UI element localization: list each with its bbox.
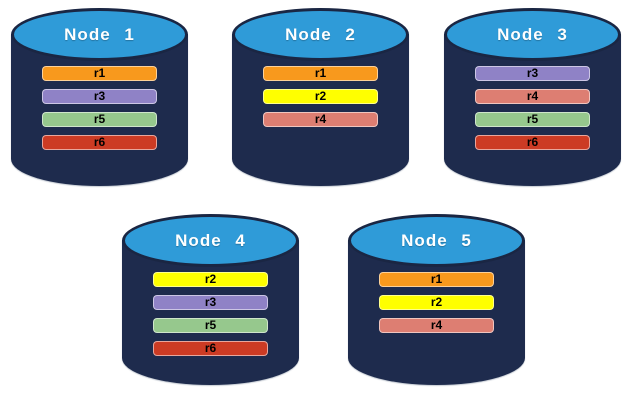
replica-bar: r3 (42, 89, 157, 104)
node-label: Node 5 (401, 230, 472, 250)
database-node-5: Node 5 r1 r2 r4 (348, 214, 525, 385)
replica-bar: r6 (475, 135, 590, 150)
database-node-3: Node 3 r3 r4 r5 r6 (444, 8, 621, 186)
replica-list: r1 r2 r4 (263, 66, 378, 135)
database-node-4: Node 4 r2 r3 r5 r6 (122, 214, 299, 385)
node-label: Node 1 (64, 24, 135, 44)
replica-bar: r3 (475, 66, 590, 81)
node-label: Node 3 (497, 24, 568, 44)
cylinder-top-ellipse: Node 2 (232, 8, 409, 61)
replica-list: r2 r3 r5 r6 (153, 272, 268, 364)
replica-bar: r1 (42, 66, 157, 81)
replica-bar: r4 (379, 318, 494, 333)
cylinder-top-ellipse: Node 1 (11, 8, 188, 61)
replica-bar: r2 (263, 89, 378, 104)
replica-bar: r5 (42, 112, 157, 127)
replica-bar: r5 (475, 112, 590, 127)
replica-list: r1 r2 r4 (379, 272, 494, 341)
database-node-1: Node 1 r1 r3 r5 r6 (11, 8, 188, 186)
replica-bar: r5 (153, 318, 268, 333)
replica-bar: r1 (263, 66, 378, 81)
node-label: Node 4 (175, 230, 246, 250)
replica-list: r3 r4 r5 r6 (475, 66, 590, 158)
replica-bar: r6 (153, 341, 268, 356)
replica-list: r1 r3 r5 r6 (42, 66, 157, 158)
replica-bar: r4 (475, 89, 590, 104)
replica-bar: r2 (153, 272, 268, 287)
replica-bar: r2 (379, 295, 494, 310)
node-label: Node 2 (285, 24, 356, 44)
replica-bar: r3 (153, 295, 268, 310)
database-node-2: Node 2 r1 r2 r4 (232, 8, 409, 186)
cylinder-top-ellipse: Node 5 (348, 214, 525, 267)
cylinder-top-ellipse: Node 4 (122, 214, 299, 267)
replica-bar: r6 (42, 135, 157, 150)
cylinder-top-ellipse: Node 3 (444, 8, 621, 61)
replica-bar: r4 (263, 112, 378, 127)
replica-bar: r1 (379, 272, 494, 287)
